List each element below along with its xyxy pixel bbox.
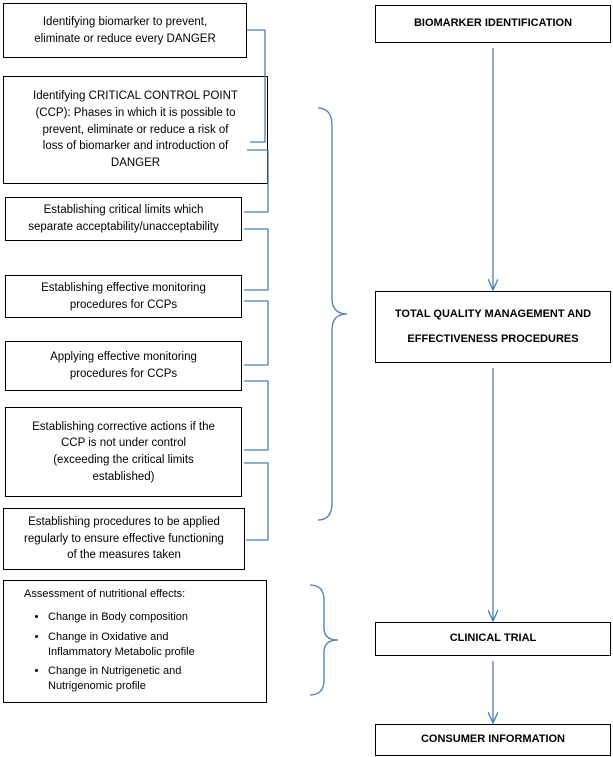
link-bracket-3-4 [244, 228, 269, 291]
step-text-line: separate acceptability/unacceptability [28, 221, 219, 233]
step-text-line: eliminate or reduce every DANGER [34, 32, 216, 45]
step-identify-ccp: Identifying CRITICAL CONTROL POINT (CCP)… [3, 76, 268, 184]
step-text-line: procedures for CCPs [69, 298, 178, 311]
step-text-line: loss of biomarker and introduction of [42, 140, 229, 153]
step-text-line: Establishing corrective actions if the [32, 420, 215, 433]
step-text-line: Establishing critical limits which [43, 204, 204, 217]
stage-consumer-information: CONSUMER INFORMATION [375, 724, 611, 756]
assessment-item-line: Nutrigenomic profile [48, 680, 146, 693]
step-text-line: Applying effective monitoring [50, 351, 197, 364]
step-text-line: Establishing effective monitoring [41, 281, 206, 294]
link-bracket-4-5 [244, 300, 269, 366]
stage-quality-management: TOTAL QUALITY MANAGEMENT AND EFFECTIVENE… [375, 291, 611, 363]
stage-label: TOTAL QUALITY MANAGEMENT AND [394, 307, 592, 320]
assessment-item: Change in Oxidative and Inflammatory Met… [48, 630, 195, 660]
step-text-line: prevent, eliminate or reduce a risk of [42, 123, 229, 136]
step-text-line: Identifying CRITICAL CONTROL POINT [33, 90, 238, 103]
stage-label: BIOMARKER IDENTIFICATION [413, 17, 573, 30]
link-bracket-2-3 [244, 149, 269, 213]
link-bracket-5-6 [244, 380, 269, 451]
step-text-line: regularly to ensure effective functionin… [24, 532, 224, 545]
stage-label: CLINICAL TRIAL [449, 632, 537, 645]
assessment-list: Change in Body composition Change in Oxi… [12, 610, 195, 699]
step-text-line: of the measures taken [67, 549, 181, 562]
stage-label: EFFECTIVENESS PROCEDURES [407, 333, 579, 345]
step-text-line: Establishing procedures to be applied [28, 515, 220, 528]
stage-clinical-trial: CLINICAL TRIAL [375, 622, 611, 656]
assessment-item-line: Change in Nutrigenetic and [48, 665, 182, 678]
assessment-item-line: Change in Oxidative and [48, 630, 169, 643]
link-bracket-1-2 [247, 29, 266, 143]
link-bracket-6-7 [244, 462, 269, 541]
assessment-item: Change in Nutrigenetic and Nutrigenomic … [48, 664, 195, 694]
step-text-line: procedures for CCPs [69, 368, 178, 380]
group-brace-assessment [309, 584, 339, 696]
assessment-item-line: Inflammatory Metabolic profile [48, 645, 195, 658]
step-text-line: DANGER [110, 157, 161, 169]
step-critical-limits: Establishing critical limits which separ… [5, 197, 242, 241]
step-verification-procedures: Establishing procedures to be applied re… [3, 508, 245, 570]
step-identify-biomarker: Identifying biomarker to prevent, elimin… [3, 3, 247, 58]
assessment-heading: Assessment of nutritional effects: [24, 588, 186, 600]
step-corrective-actions: Establishing corrective actions if the C… [5, 407, 242, 497]
assessment-item-line: Change in Body composition [48, 610, 189, 623]
step-text-line: CCP is not under control [60, 437, 187, 450]
step-apply-monitoring: Applying effective monitoring procedures… [5, 341, 242, 391]
step-establish-monitoring: Establishing effective monitoring proced… [5, 275, 242, 318]
assessment-item: Change in Body composition [48, 610, 195, 625]
stage-biomarker-identification: BIOMARKER IDENTIFICATION [375, 5, 611, 43]
group-brace-steps [317, 107, 348, 521]
stage-label: CONSUMER INFORMATION [420, 733, 565, 746]
step-text-line: (exceeding the critical limits [53, 454, 194, 466]
step-text-line: (CCP): Phases in which it is possible to [35, 106, 236, 119]
step-text-line: established) [92, 470, 155, 483]
assessment-box: Assessment of nutritional effects: Chang… [3, 580, 267, 703]
step-text-line: Identifying biomarker to prevent, [42, 15, 208, 28]
